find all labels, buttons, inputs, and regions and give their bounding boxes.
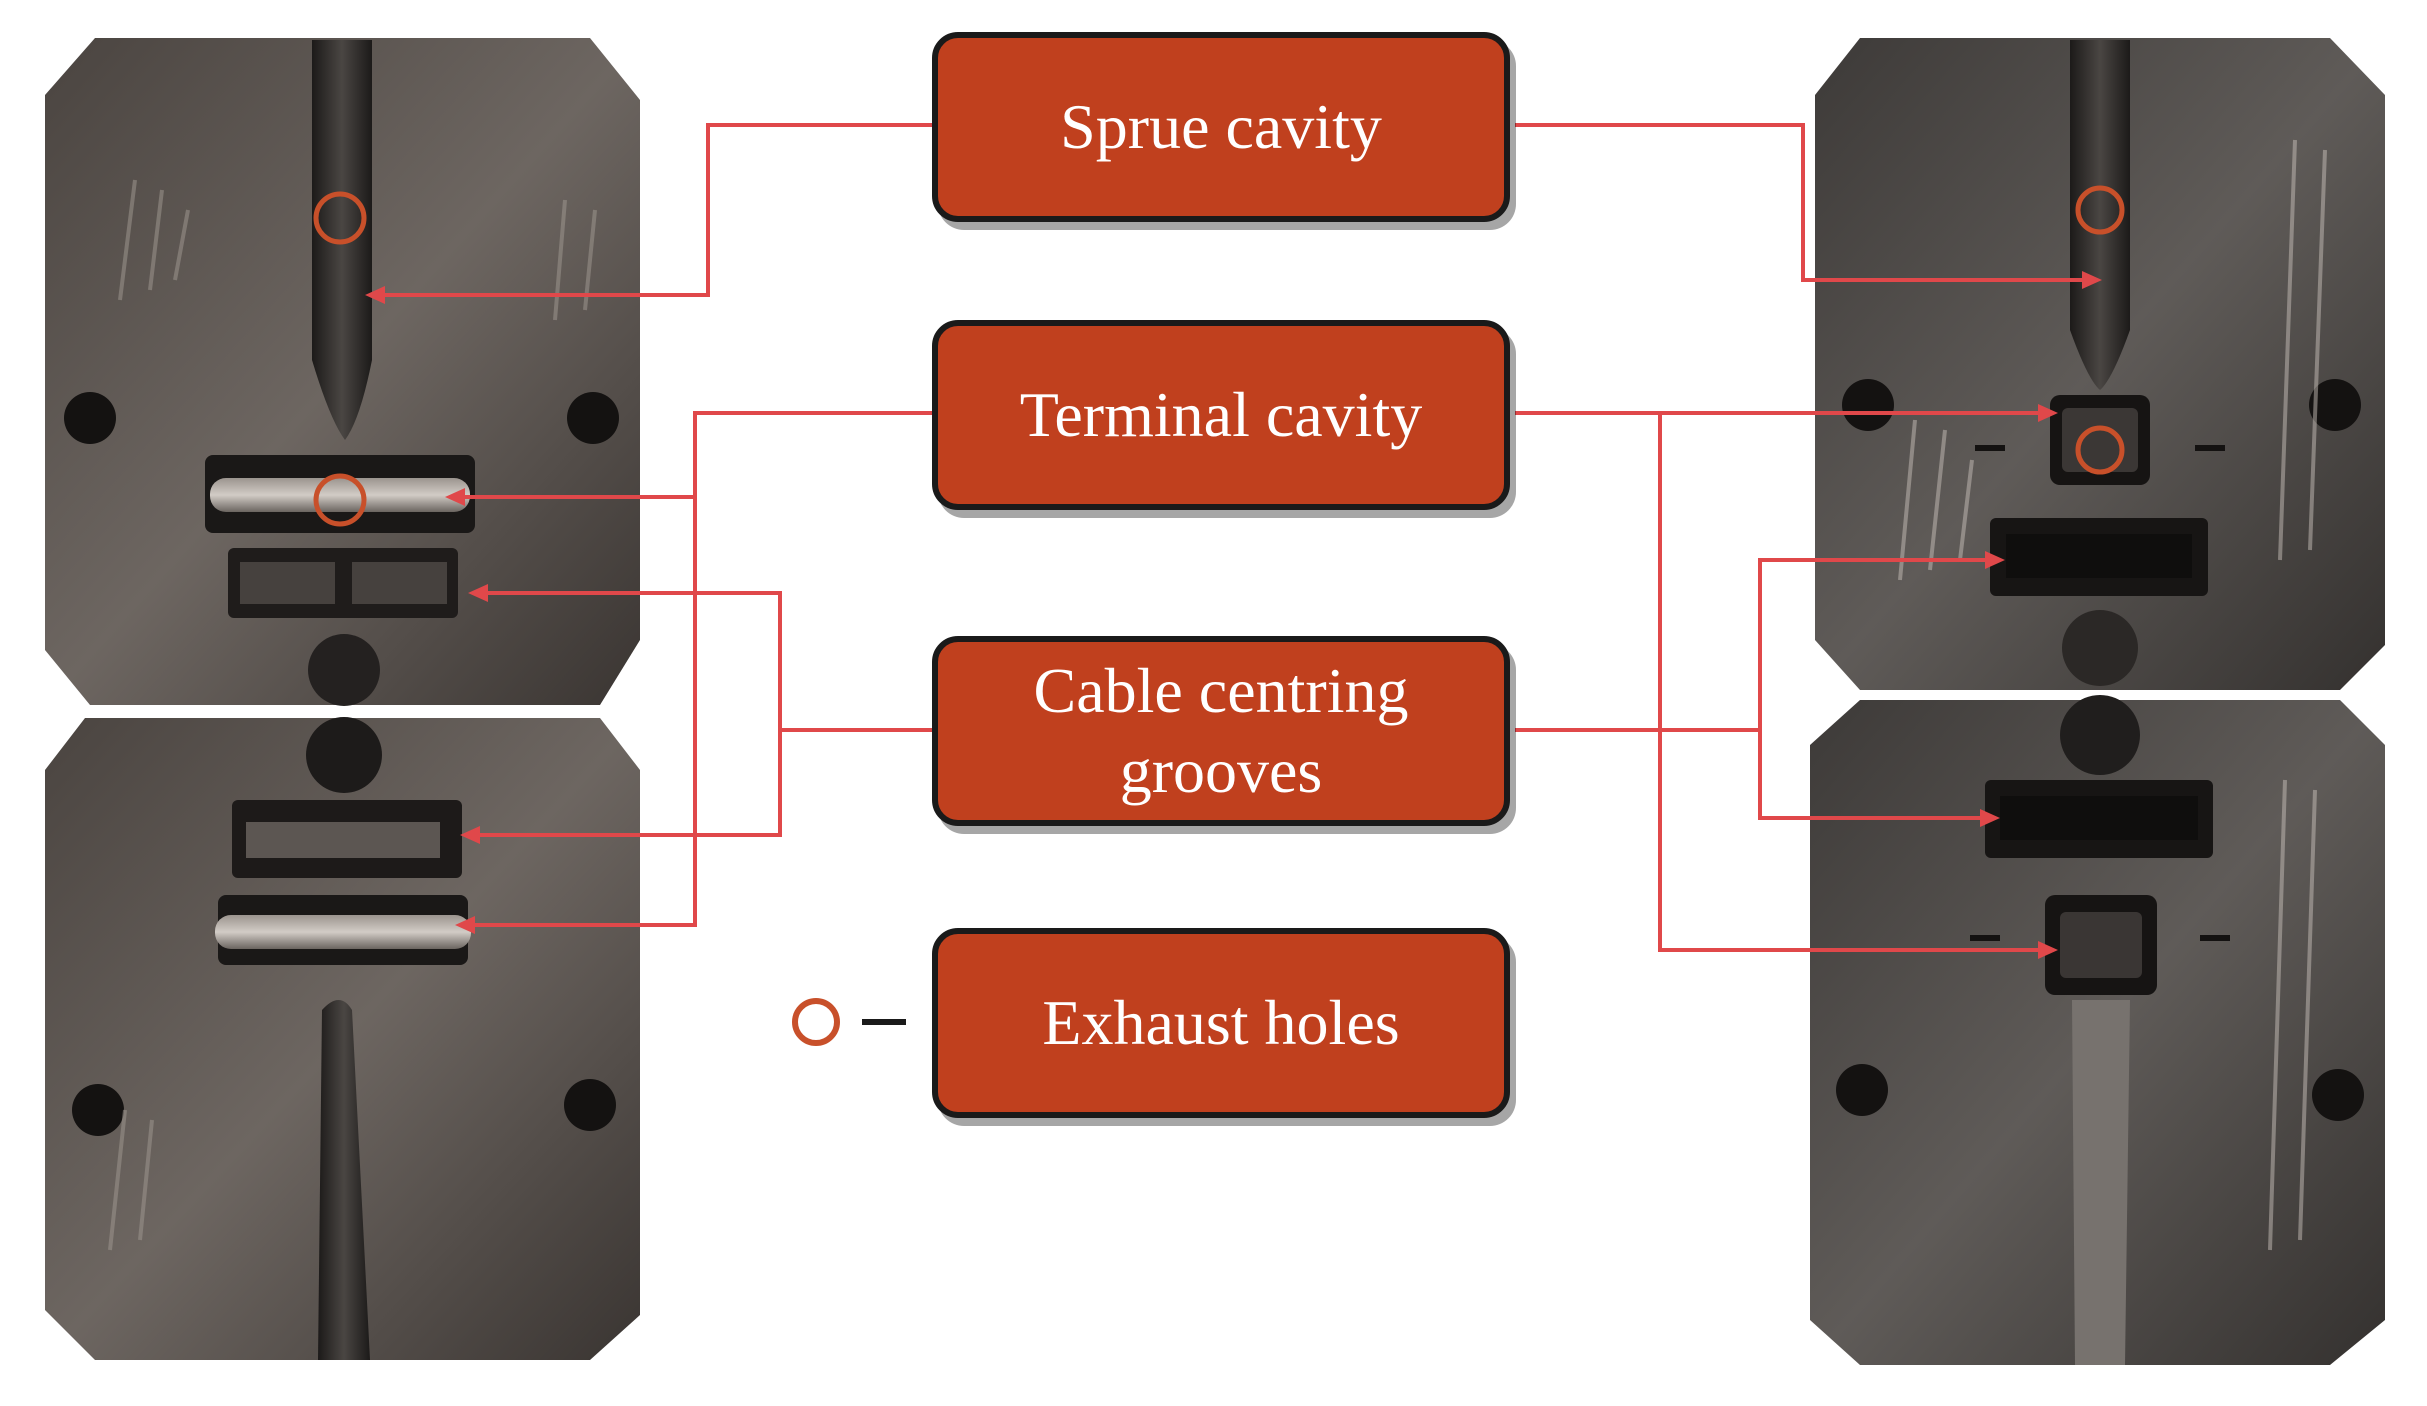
exhaust-legend-dash (862, 1019, 906, 1025)
arrowhead (460, 826, 480, 844)
right-exhaust-hole-marker (2075, 425, 2125, 475)
left-cable-groove-lower-texture (246, 822, 440, 858)
arrowhead (1985, 551, 2005, 569)
left-lower-runner (318, 1000, 370, 1360)
leader-terminal-left (465, 411, 935, 927)
arrowhead (445, 488, 465, 506)
left-cable-groove-upper-inner (352, 562, 447, 604)
right-exhaust-hole-marker (2075, 185, 2125, 235)
arrowhead (455, 916, 475, 934)
right-sprue-channel (2070, 40, 2130, 390)
right-ball-joint (2062, 610, 2138, 686)
right-terminal-cavity-lower-inner (2060, 912, 2142, 978)
label-exhaust-holes-text: Exhaust holes (1042, 987, 1400, 1058)
leader-sprue-left (375, 123, 935, 297)
exhaust-legend-circle-icon (792, 998, 840, 1046)
right-terminal-cavity-upper-inner (2062, 408, 2138, 472)
arrowhead (2038, 404, 2058, 422)
right-lower-runner (2072, 1000, 2130, 1365)
right-cable-groove-lower-inner (2000, 796, 2198, 840)
leader-grooves-left (478, 591, 935, 732)
left-terminal-pin-lower (215, 915, 471, 949)
label-grooves-text: grooves (1119, 735, 1323, 806)
left-terminal-pin-upper (210, 478, 470, 512)
left-exhaust-hole-marker (313, 473, 367, 527)
label-terminal-cavity-text: Terminal cavity (1019, 379, 1423, 450)
left-engraving (108, 179, 597, 1251)
left-ball-joint (308, 634, 380, 706)
right-bolt-hole (2312, 1069, 2364, 1121)
right-dash-marks (1970, 445, 2230, 941)
right-bolt-hole (1842, 379, 1894, 431)
left-mold (45, 38, 640, 1360)
leader-sprue-right (1515, 123, 2092, 282)
leader-arrowheads (365, 271, 2102, 959)
left-bolt-hole (72, 1084, 124, 1136)
arrowhead (1980, 809, 2000, 827)
label-sprue-cavity-text: Sprue cavity (1060, 91, 1382, 162)
label-cable-centring-grooves: Cable centring grooves (932, 636, 1510, 826)
leader-terminal-right (1515, 411, 2048, 952)
label-cable-centring-text: Cable centring (1033, 655, 1409, 726)
right-bolt-hole (2309, 379, 2361, 431)
left-bolt-hole (64, 392, 116, 444)
arrowhead (2038, 941, 2058, 959)
right-cable-groove-upper-inner (2006, 534, 2192, 578)
right-engraving (1898, 139, 2327, 1251)
right-mold (1810, 38, 2385, 1365)
left-exhaust-hole-marker (313, 191, 367, 245)
leader-grooves-right-lower (1758, 730, 1990, 820)
label-terminal-cavity: Terminal cavity (932, 320, 1510, 510)
arrowhead (468, 584, 488, 602)
right-ball-joint (2060, 695, 2140, 775)
label-sprue-cavity: Sprue cavity (932, 32, 1510, 222)
label-exhaust-holes: Exhaust holes (932, 928, 1510, 1118)
left-bolt-hole (567, 392, 619, 444)
arrowhead (365, 286, 385, 304)
leader-lines (375, 123, 2092, 952)
right-bolt-hole (1836, 1064, 1888, 1116)
left-bolt-hole (564, 1079, 616, 1131)
leader-grooves-right (1515, 558, 1995, 732)
arrowhead (2082, 271, 2102, 289)
leader-grooves-left-lower (470, 730, 782, 837)
left-cable-groove-upper-inner (240, 562, 335, 604)
left-ball-joint (306, 717, 382, 793)
